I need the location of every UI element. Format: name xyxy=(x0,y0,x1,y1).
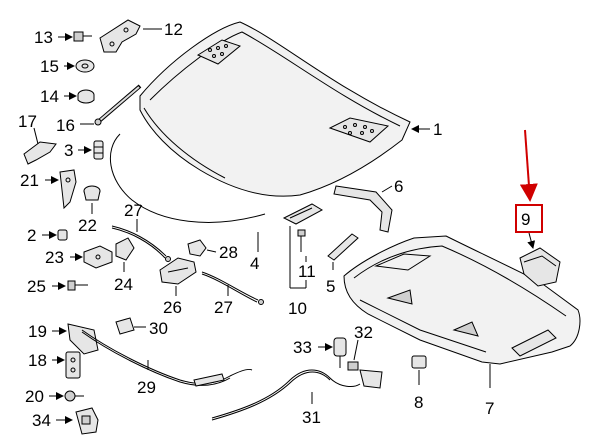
grommet-22 xyxy=(83,185,101,201)
vent-10 xyxy=(282,203,324,225)
washer-15 xyxy=(75,59,95,73)
label-32: 32 xyxy=(354,323,373,342)
label-10: 10 xyxy=(288,299,307,318)
label-2: 2 xyxy=(27,226,36,245)
bumper-3 xyxy=(93,140,104,160)
insulation-pad-7 xyxy=(343,235,581,365)
label-6: 6 xyxy=(394,177,403,196)
handle-19 xyxy=(67,323,99,355)
gas-strut-16 xyxy=(94,84,142,126)
label-33: 33 xyxy=(293,338,312,357)
label-27-upper: 27 xyxy=(124,201,143,220)
label-34: 34 xyxy=(32,411,51,430)
label-19: 19 xyxy=(28,322,47,341)
clip-8 xyxy=(411,355,427,369)
label-18: 18 xyxy=(28,351,47,370)
highlight-arrow xyxy=(519,129,538,202)
label-25: 25 xyxy=(27,277,46,296)
cable-31 xyxy=(211,369,361,421)
label-3: 3 xyxy=(64,141,73,160)
bolt-25 xyxy=(67,280,88,291)
label-8: 8 xyxy=(414,393,423,412)
seal-6 xyxy=(333,185,393,233)
striker-33 xyxy=(333,337,347,368)
guide-24 xyxy=(115,237,135,261)
label-17: 17 xyxy=(18,112,37,131)
pin-11 xyxy=(297,229,306,252)
hood-panel xyxy=(139,21,411,197)
label-22: 22 xyxy=(78,216,97,235)
label-15: 15 xyxy=(40,57,59,76)
latch-32 xyxy=(347,361,383,389)
label-31: 31 xyxy=(302,408,321,427)
label-27-lower: 27 xyxy=(214,298,233,317)
label-12: 12 xyxy=(164,20,183,39)
label-4: 4 xyxy=(250,254,259,273)
part-9 xyxy=(519,247,561,287)
bolt-13 xyxy=(73,31,92,42)
cable-29 xyxy=(81,329,253,387)
plate-23 xyxy=(83,245,113,269)
hood-hinge xyxy=(99,19,141,53)
cable-27-lower xyxy=(201,271,264,305)
label-9: 9 xyxy=(521,210,530,229)
label-11: 11 xyxy=(298,262,316,281)
label-24: 24 xyxy=(114,275,133,294)
bracket-26 xyxy=(159,257,197,285)
label-5: 5 xyxy=(326,277,335,296)
clip-28 xyxy=(187,239,207,257)
clip-2 xyxy=(57,229,68,241)
label-14: 14 xyxy=(40,87,59,106)
label-13: 13 xyxy=(34,28,53,47)
label-21: 21 xyxy=(20,171,39,190)
bracket-17 xyxy=(23,141,57,165)
strip-5 xyxy=(327,233,359,261)
label-26: 26 xyxy=(163,298,182,317)
bracket-21 xyxy=(59,169,77,210)
highlight-box-9 xyxy=(515,204,543,233)
bolt-20 xyxy=(64,390,84,402)
lever-18 xyxy=(65,351,81,379)
grommet-14 xyxy=(77,89,95,104)
label-20: 20 xyxy=(25,387,44,406)
label-16: 16 xyxy=(56,116,75,135)
label-29: 29 xyxy=(137,378,156,397)
sensor-34 xyxy=(75,407,99,435)
clip-30 xyxy=(115,317,135,335)
label-28: 28 xyxy=(219,243,238,262)
label-1: 1 xyxy=(433,120,442,139)
seal-4 xyxy=(109,133,266,223)
cable-27-upper xyxy=(111,225,171,262)
label-23: 23 xyxy=(45,248,64,267)
label-30: 30 xyxy=(149,319,168,338)
label-7: 7 xyxy=(485,399,494,418)
